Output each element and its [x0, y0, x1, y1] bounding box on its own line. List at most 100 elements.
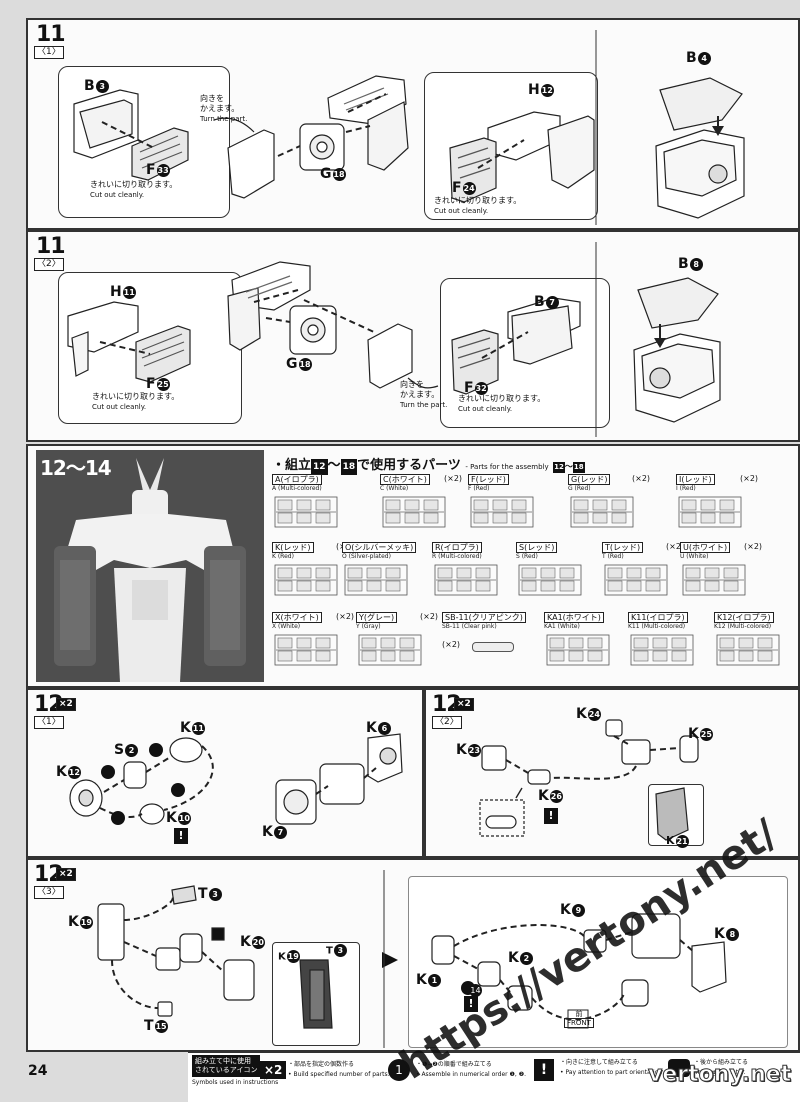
- substep-label: 〈3〉: [34, 886, 64, 899]
- runner-item: F(レッド)F (Red): [468, 474, 548, 538]
- cut-note-left: きれいに切り取ります。Cut out cleanly.: [90, 180, 178, 199]
- caution-icon: !: [464, 996, 478, 1012]
- runner-grid: A(イロプラ)A (Multi-colored) C(ホワイト) (×2) C (Wh…: [272, 474, 798, 686]
- step-12-2-drawing: [479, 719, 699, 841]
- legend-title-en: Symbols used in instructions: [192, 1079, 279, 1086]
- corner-watermark: vertony.net: [647, 1062, 792, 1088]
- runner-name: A(イロプラ): [272, 474, 322, 485]
- runner-name: I(レッド): [676, 474, 715, 485]
- substep-label: 〈2〉: [34, 258, 64, 271]
- multiplier-badge: ×2: [56, 868, 76, 881]
- runner-name: K(レッド): [272, 542, 314, 553]
- front-indicator: 前 FRONT: [564, 1010, 594, 1028]
- x2-desc-en: • Build specified number of parts.: [288, 1071, 390, 1078]
- x2-desc-jp: ・部品を指定の個数作る: [288, 1061, 355, 1068]
- runner-quantity: (×2): [336, 612, 355, 621]
- runner-name: F(レッド): [468, 474, 509, 485]
- icon-legend: 組み立て中に使用 されているアイコン Symbols used in instr…: [188, 1052, 800, 1102]
- substep-label: 〈2〉: [432, 716, 462, 729]
- runner-item: S(レッド)S (Red): [516, 542, 596, 606]
- substep-label: 〈1〉: [34, 46, 64, 59]
- runner-sprue-thumbnail: [678, 496, 742, 528]
- runner-name-en: O (Silver-plated): [342, 553, 391, 560]
- caution-legend-icon: !: [534, 1059, 554, 1081]
- runner-name: R(イロプラ): [432, 542, 482, 553]
- runner-name-en: F (Red): [468, 485, 490, 492]
- runner-name-en: G (Red): [568, 485, 591, 492]
- cut-note-left: きれいに切り取ります。Cut out cleanly.: [92, 392, 180, 411]
- multiplier-badge: ×2: [454, 698, 474, 711]
- runner-sprue-thumbnail: [546, 634, 610, 666]
- runner-quantity: (×2): [444, 474, 463, 483]
- runner-sprue-thumbnail: [716, 634, 780, 666]
- runner-item: SB-11(クリアピンク) (×2) SB-11 (Clear pink): [442, 612, 526, 676]
- runner-quantity: (×2): [744, 542, 763, 551]
- runner-sprue-thumbnail: [382, 496, 446, 528]
- step-number: 11: [36, 22, 66, 47]
- caution-desc-en: • Pay attention to part orientation when…: [560, 1069, 719, 1076]
- runner-name-en: K (Red): [272, 553, 294, 560]
- step-11-2-drawing: [67, 242, 721, 437]
- runner-sprue-thumbnail: [344, 564, 408, 596]
- step-number: 11: [36, 234, 66, 259]
- runner-name-en: Y (Gray): [356, 623, 381, 630]
- runner-item: X(ホワイト) (×2) X (White): [272, 612, 355, 676]
- runner-name: C(ホワイト): [380, 474, 430, 485]
- runner-item: R(イロプラ)R (Multi-colored): [432, 542, 512, 606]
- runner-name-en: A (Multi-colored): [272, 485, 322, 492]
- runner-name-en: U (White): [680, 553, 709, 560]
- model-photo-silhouette: [36, 450, 264, 682]
- runner-name: U(ホワイト): [680, 542, 731, 553]
- order-desc-en: • Assemble in numerical order ❶, ❷.: [416, 1071, 527, 1078]
- order-desc-jp: ・❶→❷の順番で組み立てる: [416, 1061, 492, 1068]
- runner-sprue-thumbnail: [570, 496, 634, 528]
- runner-name: X(ホワイト): [272, 612, 322, 623]
- runner-name-en: K11 (Multi-colored): [628, 623, 686, 630]
- x2-icon: ×2: [260, 1061, 287, 1079]
- runner-name-en: X (White): [272, 623, 301, 630]
- runner-quantity: (×2): [666, 542, 685, 551]
- turn-note: 向きを かえます。Turn the part.: [400, 380, 448, 409]
- runner-name: SB-11(クリアピンク): [442, 612, 526, 623]
- step-12-1-drawing: [69, 733, 403, 825]
- runner-sprue-thumbnail: [470, 496, 534, 528]
- runner-name: S(レッド): [516, 542, 558, 553]
- runner-name-en: KA1 (White): [544, 623, 580, 630]
- runner-sprue-thumbnail: [274, 496, 338, 528]
- runner-item: T(レッド)(×2)T (Red): [602, 542, 685, 606]
- step-range: 12〜14: [40, 456, 112, 480]
- runner-name-en: SB-11 (Clear pink): [442, 623, 497, 630]
- cut-note-right: きれいに切り取ります。Cut out cleanly.: [458, 394, 546, 413]
- runner-quantity: (×2): [442, 640, 461, 649]
- step-12-3-drawing: [97, 870, 727, 1048]
- runner-name-en: C (White): [380, 485, 409, 492]
- runner-sprue-thumbnail: [358, 634, 422, 666]
- page-number: 24: [28, 1063, 48, 1079]
- runner-item: K(レッド)(×2)K (Red): [272, 542, 354, 606]
- runner-sprue-thumbnail: [682, 564, 746, 596]
- runner-name-en: K12 (Multi-colored): [714, 623, 772, 630]
- runner-name-en: I (Red): [676, 485, 696, 492]
- later-icon: [668, 1059, 690, 1077]
